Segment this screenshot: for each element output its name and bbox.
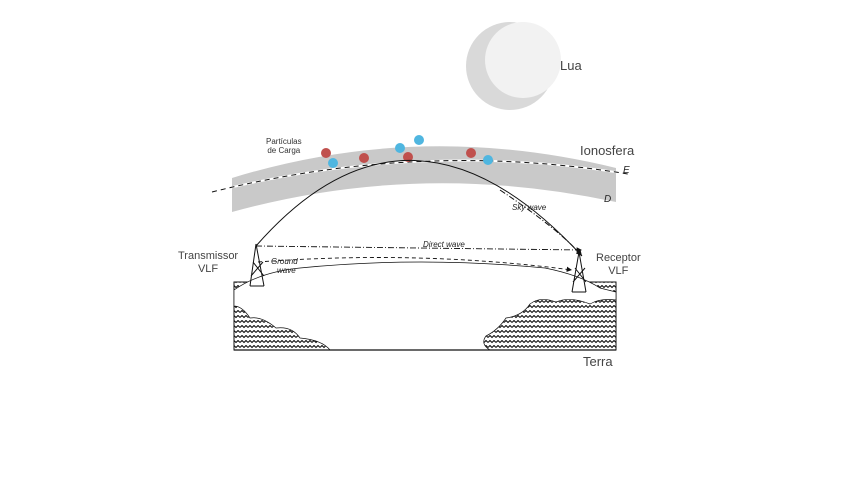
particle-red [466, 148, 476, 158]
particle-blue [395, 143, 405, 153]
earth-surface-overlay [233, 261, 617, 351]
particle-red [359, 153, 369, 163]
particle-red [403, 152, 413, 162]
particles-label: Partículas de Carga [266, 137, 302, 155]
particle-blue [483, 155, 493, 165]
direct-wave-path [255, 245, 583, 253]
ionosphere-e-tag: E [623, 165, 630, 176]
moon-icon [466, 22, 561, 110]
receiver-label: Receptor VLF [596, 252, 641, 277]
particle-red [321, 148, 331, 158]
ground-wave-path [257, 257, 573, 272]
receiver-tower-icon [571, 251, 587, 293]
earth-label: Terra [583, 354, 613, 369]
ionosphere-band [232, 146, 616, 212]
sky-wave-label: Sky wave [512, 203, 547, 212]
particle-blue [328, 158, 338, 168]
moon-label: Lua [560, 58, 582, 73]
direct-wave-label: Direct wave [423, 240, 465, 249]
ionosphere-d-tag: D [604, 194, 612, 205]
transmitter-label: Transmissor VLF [178, 250, 239, 275]
particle-blue [414, 135, 424, 145]
sky-wave-path [255, 159, 583, 257]
ionosphere-label: Ionosfera [580, 143, 635, 158]
charged-particles [321, 135, 493, 168]
transmitter-tower-icon [249, 243, 265, 287]
ground-wave-label: Ground wave [271, 257, 298, 275]
